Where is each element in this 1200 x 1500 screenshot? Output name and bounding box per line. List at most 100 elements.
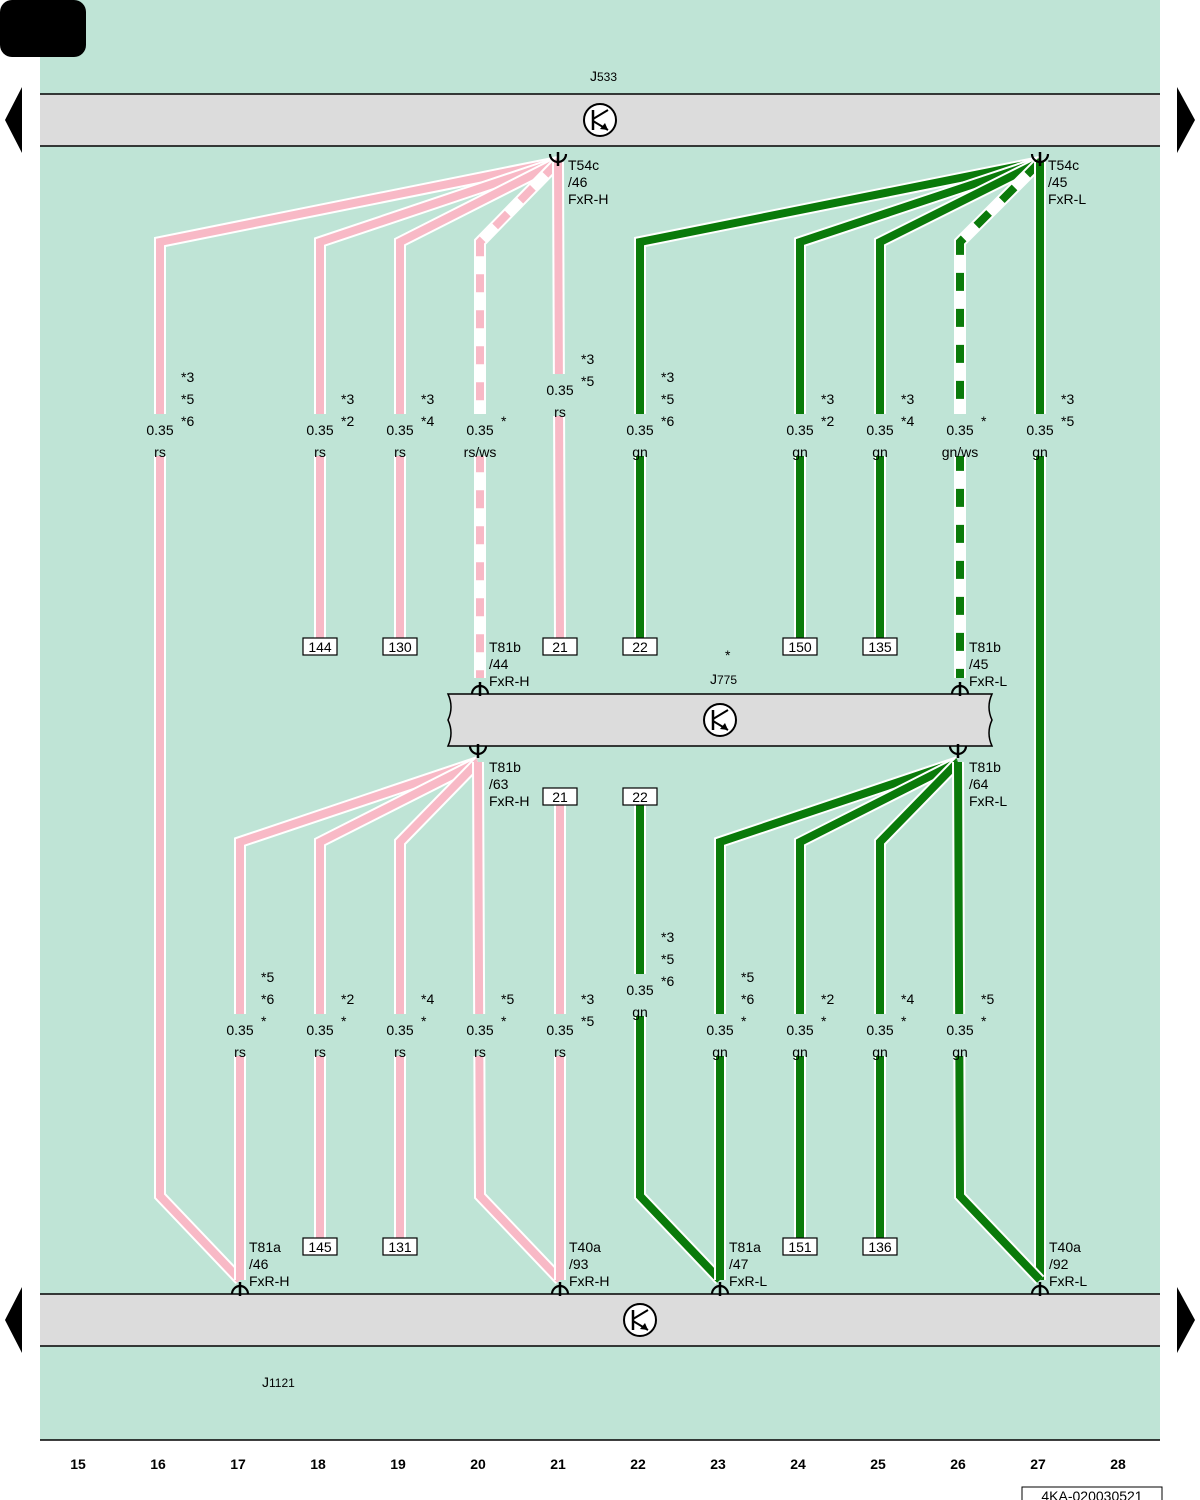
reference-box[interactable]: 150	[782, 637, 818, 656]
wire-note: *6	[181, 413, 194, 429]
reference-box[interactable]: 136	[862, 1237, 898, 1256]
wire-color: gn	[952, 1044, 968, 1060]
wire-8	[874, 156, 1043, 638]
wire-note: *2	[821, 991, 834, 1007]
wire-size: 0.35	[466, 1022, 493, 1038]
connector-label: /47	[729, 1256, 749, 1272]
reference-box[interactable]: 151	[782, 1237, 818, 1256]
wire-color: rs	[554, 404, 566, 420]
reference-number: 151	[788, 1239, 812, 1255]
wire-note: *3	[661, 369, 674, 385]
wire-note: *	[501, 413, 507, 429]
reference-box[interactable]: 21	[542, 637, 578, 656]
wire-7	[794, 156, 1042, 638]
connector-label: /45	[969, 656, 989, 672]
wire-size: 0.35	[1026, 422, 1053, 438]
wire-4	[474, 157, 563, 678]
column-number: 23	[710, 1456, 726, 1472]
wire-14	[472, 761, 565, 1285]
wire-note: *3	[581, 991, 594, 1007]
wire-note: *6	[741, 991, 754, 1007]
wire-16	[634, 804, 725, 1285]
wire-size: 0.35	[466, 422, 493, 438]
wire-note: *	[261, 1013, 267, 1029]
column-number: 17	[230, 1456, 246, 1472]
connector-label: T54c	[568, 157, 599, 173]
connector-label: /64	[969, 776, 989, 792]
column-number: 28	[1110, 1456, 1126, 1472]
wire-size: 0.35	[626, 982, 653, 998]
nav-right-bottom-icon[interactable]	[1177, 1287, 1195, 1353]
reference-box[interactable]: 22	[622, 787, 658, 806]
wire-note: *5	[1061, 413, 1074, 429]
wire-note: *2	[821, 413, 834, 429]
wire-note: *3	[821, 391, 834, 407]
reference-box[interactable]: 145	[302, 1237, 338, 1256]
wire-note: *3	[581, 351, 594, 367]
wire-size: 0.35	[546, 1022, 573, 1038]
wire-note: *	[981, 1013, 987, 1029]
module-bar-j1121	[40, 1294, 1160, 1346]
reference-number: 130	[388, 639, 412, 655]
footer-code-box	[1021, 1486, 1163, 1500]
transistor-icon	[623, 1303, 657, 1337]
wire-color: rs/ws	[464, 444, 497, 460]
wire-note: *	[341, 1013, 347, 1029]
connector-label: T40a	[1049, 1239, 1081, 1255]
wire-1	[154, 156, 560, 1285]
wire-note: *3	[181, 369, 194, 385]
reference-box[interactable]: 131	[382, 1237, 418, 1256]
wire-size: 0.35	[786, 1022, 813, 1038]
reference-number: 22	[632, 789, 648, 805]
wire-color: rs	[554, 1044, 566, 1060]
reference-box[interactable]: 135	[862, 637, 898, 656]
wire-note: *3	[421, 391, 434, 407]
connector-pins: T54c/46FxR-HT54c/45FxR-LT81b/44FxR-HT81b…	[230, 152, 1087, 1296]
wire-size: 0.35	[946, 1022, 973, 1038]
reference-box[interactable]: 130	[382, 637, 418, 656]
wire-19	[874, 757, 963, 1238]
wire-color: gn	[872, 1044, 888, 1060]
column-number: 21	[550, 1456, 566, 1472]
connector-label: FxR-L	[969, 673, 1007, 689]
reference-box[interactable]: 144	[302, 637, 338, 656]
connector-label: T81b	[969, 759, 1001, 775]
column-number: 22	[630, 1456, 646, 1472]
connector-label: FxR-L	[1049, 1273, 1087, 1289]
column-number: 15	[70, 1456, 86, 1472]
wire-color: rs	[234, 1044, 246, 1060]
wire-17	[714, 756, 960, 1280]
connector-label: /63	[489, 776, 509, 792]
nav-left-top-icon[interactable]	[5, 87, 22, 153]
wire-note: *6	[661, 973, 674, 989]
nav-left-bottom-icon[interactable]	[5, 1287, 22, 1353]
connector-label: FxR-L	[969, 793, 1007, 809]
wire-size: 0.35	[226, 1022, 253, 1038]
wire-note: *4	[421, 413, 434, 429]
wires	[154, 156, 1046, 1285]
wire-6	[634, 156, 1042, 638]
nav-right-top-icon[interactable]	[1177, 87, 1195, 153]
reference-box[interactable]: 22	[622, 637, 658, 656]
connector-label: FxR-L	[1048, 191, 1086, 207]
reference-number: 21	[552, 789, 568, 805]
reference-box[interactable]: 21	[542, 787, 578, 806]
wire-note: *2	[341, 413, 354, 429]
wire-size: 0.35	[386, 1022, 413, 1038]
reference-number: 136	[868, 1239, 892, 1255]
